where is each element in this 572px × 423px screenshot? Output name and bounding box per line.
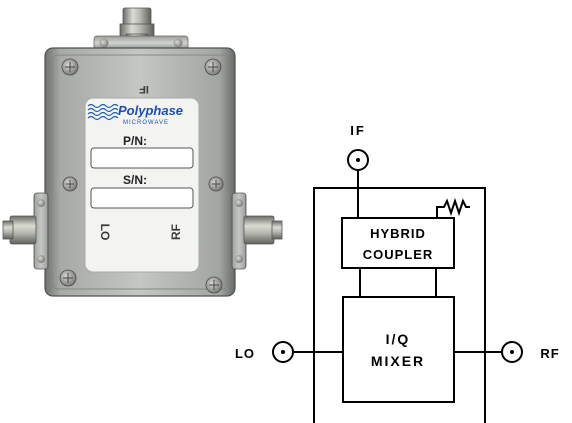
hybrid-coupler-block <box>341 217 455 269</box>
coupler-line1: HYBRID <box>370 226 426 241</box>
diagram-rf-label: RF <box>540 346 559 361</box>
mixer-line1: I/Q <box>386 331 411 347</box>
mixer-line2: MIXER <box>371 353 425 369</box>
coupler-line2: COUPLER <box>363 247 434 262</box>
if-connector <box>93 7 189 51</box>
mixer-module-photo: Polyphase MICROWAVE P/N: S/N: IF LO RF <box>2 7 283 297</box>
enclosure-outline <box>313 187 486 423</box>
lo-connector <box>2 192 49 270</box>
rf-connector <box>231 192 283 270</box>
diagram-if-label: IF <box>350 123 366 138</box>
if-port-dot <box>356 158 360 162</box>
pn-label: P/N: <box>123 134 147 148</box>
diagram-lo-label: LO <box>235 346 255 361</box>
sn-field <box>90 187 194 209</box>
housing-screws <box>59 58 224 294</box>
logo-text: Polyphase <box>118 103 183 118</box>
rf-port-circle <box>501 341 523 363</box>
housing-lo-marking: LO <box>98 224 112 241</box>
housing-rf-marking: RF <box>169 224 183 240</box>
logo-subtext: MICROWAVE <box>123 120 169 126</box>
pn-field <box>90 147 194 169</box>
lo-port-dot <box>281 350 285 354</box>
rf-port-dot <box>510 350 514 354</box>
termination-resistor-icon <box>436 197 470 218</box>
block-diagram: IF HYBRID COUPLER I/Q MIXER LO RF <box>235 123 559 423</box>
product-label <box>84 97 200 273</box>
sn-label: S/N: <box>123 173 147 187</box>
housing-if-marking: IF <box>139 83 149 95</box>
polyphase-logo-icon <box>87 103 119 121</box>
iq-mixer-block <box>342 296 455 403</box>
